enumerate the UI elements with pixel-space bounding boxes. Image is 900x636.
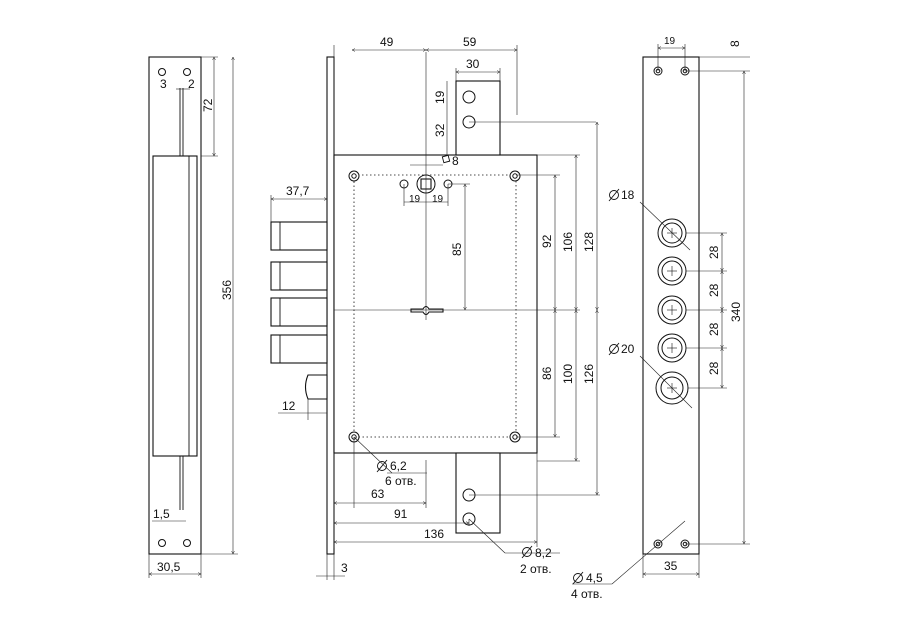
dim-30-5: 30,5 [157,560,181,574]
dim-136: 136 [424,527,444,541]
callout-hole-6-2: 6,2 [390,459,407,473]
dim-28-3: 28 [707,322,721,336]
dim-63: 63 [371,487,385,501]
keyhole [410,305,444,316]
left-strike-plate: 3 2 72 356 1,5 30,5 [149,57,238,578]
leader-line [468,518,506,554]
dim-3: 3 [160,77,167,91]
diameter-symbol [522,547,532,557]
upper-rod-connector [455,80,501,156]
dim-356: 356 [220,280,234,300]
latch-bolt [304,374,328,400]
dim-85: 85 [450,242,464,256]
case-inner-outline [353,174,517,438]
bolt-hole [657,256,687,286]
dim-3-bottom: 3 [341,561,348,575]
lock-body: 49 59 30 19 32 8 19 19 37,7 85 [271,35,600,580]
dim-35: 35 [664,559,678,573]
case-screw-hole [351,173,357,179]
dim-8-square: 8 [452,154,459,168]
deadbolt [270,297,328,327]
dim-91: 91 [394,507,408,521]
dim-8-plate: 8 [728,40,742,47]
mounting-hole [183,68,191,76]
mounting-hole [183,539,191,547]
dim-12: 12 [282,399,296,413]
strike-box [152,155,198,457]
dim-37-7: 37,7 [286,184,310,198]
lower-rod-connector [455,452,501,534]
dim-340: 340 [729,302,743,322]
dim-19-plate: 19 [664,36,676,47]
diameter-symbol [572,571,584,585]
connector-hole [462,90,476,104]
mounting-hole [158,68,166,76]
dim-19-left: 19 [409,194,421,205]
dim-92: 92 [540,234,554,248]
dim-19-right: 19 [432,194,444,205]
square-symbol [441,154,451,164]
bolt-hole [657,295,687,325]
dim-32: 32 [433,123,447,137]
callout-hole-8-2: 8,2 [535,546,552,560]
dim-1-5: 1,5 [153,507,170,521]
leader-line [611,520,686,585]
diameter-symbol [609,344,619,354]
dim-2: 2 [188,77,195,91]
dim-19-top: 19 [433,90,447,104]
deadbolt [270,334,328,364]
dim-100: 100 [561,364,575,384]
dim-28-1: 28 [707,245,721,259]
diameter-symbol [377,461,387,471]
leader-line [353,436,393,474]
dim-106: 106 [561,232,575,252]
callout-hole-8-2-count: 2 отв. [520,562,552,576]
case-screw-hole [512,173,518,179]
dim-59: 59 [463,35,477,49]
callout-hole-4-5: 4,5 [586,571,603,585]
dim-28-4: 28 [707,361,721,375]
deadbolt [270,221,328,251]
deadbolt [270,261,328,291]
diameter-symbol [376,459,388,473]
mounting-hole [158,539,166,547]
leader-line [639,201,691,251]
right-cover-plate: 19 8 340 28 28 28 28 35 18 [571,36,750,601]
diameter-symbol [521,545,533,559]
diameter-symbol [609,190,619,200]
dim-30: 30 [466,57,480,71]
dim-28-2: 28 [707,283,721,297]
faceplate [326,56,335,555]
leader-line [639,355,693,409]
diameter-symbol [608,342,620,356]
diameter-symbol [608,188,620,202]
diameter-symbol [573,573,583,583]
bolt-hole [657,333,687,363]
callout-hole-6-2-count: 6 отв. [385,474,417,488]
dim-126: 126 [582,364,596,384]
callout-hole-18: 18 [621,188,635,202]
callout-hole-20: 20 [621,342,635,356]
dim-72: 72 [201,98,215,112]
dim-86: 86 [540,366,554,380]
callout-hole-4-5-count: 4 отв. [571,587,603,601]
dim-128: 128 [582,232,596,252]
dim-49: 49 [380,35,394,49]
lock-case [333,154,538,454]
